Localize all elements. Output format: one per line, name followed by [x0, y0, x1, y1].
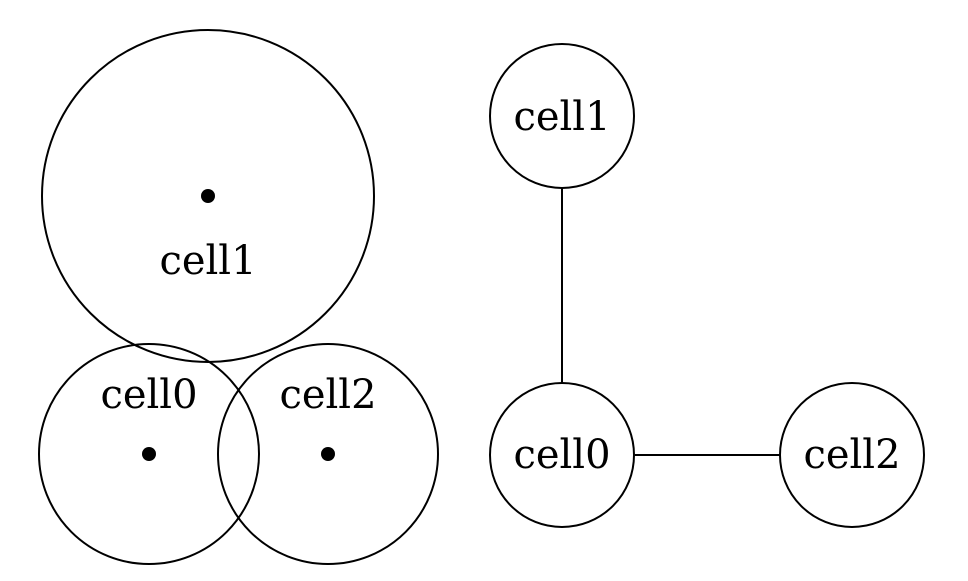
cell0-region-label: cell0 — [100, 372, 197, 418]
node-cell2-label: cell2 — [803, 432, 900, 478]
overlap-view: cell1 cell0 cell2 — [38, 29, 439, 565]
cell2-center-dot — [321, 447, 335, 461]
cell2-region: cell2 — [217, 343, 439, 565]
node-cell2-circle — [779, 382, 925, 528]
node-cell1-label: cell1 — [513, 94, 610, 140]
graph-node-cell0: cell0 — [489, 382, 635, 528]
cell0-center-dot — [142, 447, 156, 461]
cell1-region: cell1 — [41, 29, 375, 363]
cell1-region-label: cell1 — [159, 238, 256, 284]
cell0-region: cell0 — [38, 343, 260, 565]
node-cell0-label: cell0 — [513, 432, 610, 478]
graph-node-cell1: cell1 — [489, 43, 635, 189]
cell2-circle — [217, 343, 439, 565]
node-cell1-circle — [489, 43, 635, 189]
cell1-center-dot — [201, 189, 215, 203]
cell2-region-label: cell2 — [279, 372, 376, 418]
cell0-circle — [38, 343, 260, 565]
node-cell0-circle — [489, 382, 635, 528]
graph-node-cell2: cell2 — [779, 382, 925, 528]
adjacency-graph: cell1 cell0 cell2 — [489, 43, 925, 528]
